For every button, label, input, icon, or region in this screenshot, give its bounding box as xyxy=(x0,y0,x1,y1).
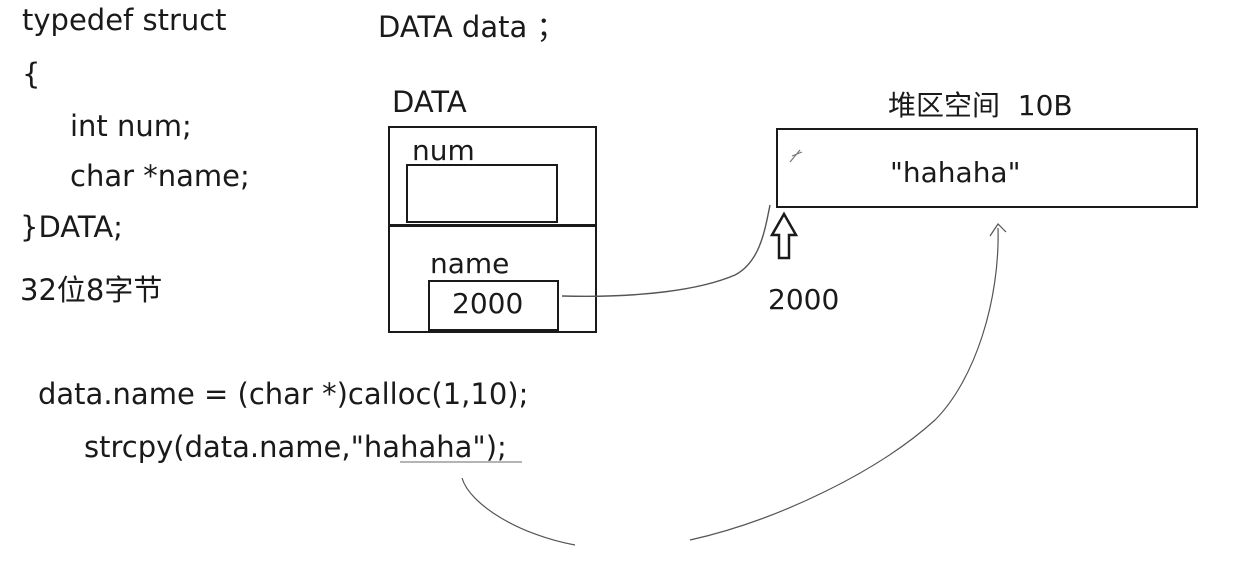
code-field-num: int num; xyxy=(70,109,192,143)
struct-type-label: DATA xyxy=(392,85,467,119)
data-declaration: DATA data ； xyxy=(378,10,566,44)
code-close-type: }DATA; xyxy=(20,210,123,244)
code-typedef-line: typedef struct xyxy=(22,3,227,37)
copy-curve-tip xyxy=(989,223,1007,237)
code-field-name: char *name; xyxy=(70,159,250,193)
code-open-brace: { xyxy=(22,57,41,91)
num-field-label: num xyxy=(412,134,475,167)
heap-address-label: 2000 xyxy=(768,283,840,316)
strcpy-statement: strcpy(data.name,"hahaha"); xyxy=(84,430,507,464)
heap-box xyxy=(776,128,1198,208)
num-field-cell xyxy=(406,164,558,223)
struct-size-note: 32位8字节 xyxy=(20,273,163,307)
struct-divider xyxy=(389,224,595,227)
calloc-statement: data.name = (char *)calloc(1,10); xyxy=(38,377,529,411)
heap-address-arrow-icon xyxy=(769,211,799,260)
heap-label: 堆区空间 10B xyxy=(888,89,1073,122)
name-field-value: 2000 xyxy=(452,287,524,320)
name-field-label: name xyxy=(430,247,510,280)
heap-content: "hahaha" xyxy=(890,156,1021,189)
